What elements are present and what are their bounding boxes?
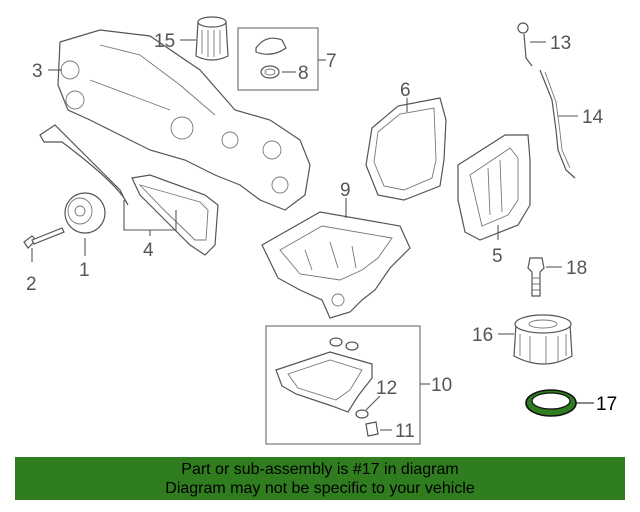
callout-11: 11 [395,421,415,442]
callout-8: 8 [298,63,309,84]
callout-1: 1 [79,260,90,281]
callout-18: 18 [566,258,587,279]
dipstick-tube[interactable] [539,69,576,179]
upper-oil-pan[interactable] [261,211,411,319]
group-box-7 [237,27,319,91]
oil-filler-cap[interactable] [255,37,287,55]
drain-plug[interactable] [365,421,379,437]
crank-bolt[interactable] [23,227,65,249]
callout-5: 5 [492,246,503,267]
callout-10: 10 [431,375,452,396]
callout-7: 7 [326,51,337,72]
group-box-10 [265,325,421,445]
callout-3: 3 [32,61,43,82]
banner-line-2: Diagram may not be specific to your vehi… [165,480,475,497]
timing-cover[interactable] [57,29,311,211]
callout-15: 15 [154,31,175,52]
drain-plug-gasket[interactable] [355,409,369,419]
valve-cover[interactable] [457,134,531,241]
callout-17: 17 [596,394,617,415]
dipstick[interactable] [517,22,533,67]
crank-pulley[interactable] [64,192,106,234]
filter-stud[interactable] [527,257,545,297]
callout-9: 9 [340,180,351,201]
lower-oil-pan[interactable] [275,337,373,413]
callout-14: 14 [582,107,604,128]
callout-4: 4 [143,240,154,261]
gasket[interactable] [365,97,447,201]
callout-6: 6 [400,80,411,101]
callout-2: 2 [26,274,37,295]
banner-line-1: Part or sub-assembly is #17 in diagram [181,461,459,478]
parts-diagram: 3 15 8 7 6 5 13 14 [23,16,617,445]
cap-seal[interactable] [260,65,280,79]
filter-cap[interactable] [195,16,229,61]
timing-belt[interactable] [39,124,219,256]
oil-filter[interactable] [513,314,573,365]
seal-ring-highlighted[interactable] [525,389,577,417]
callout-16: 16 [472,325,493,346]
info-banner: Part or sub-assembly is #17 in diagram D… [15,457,625,500]
callout-12: 12 [376,378,397,399]
callout-13: 13 [550,33,571,54]
